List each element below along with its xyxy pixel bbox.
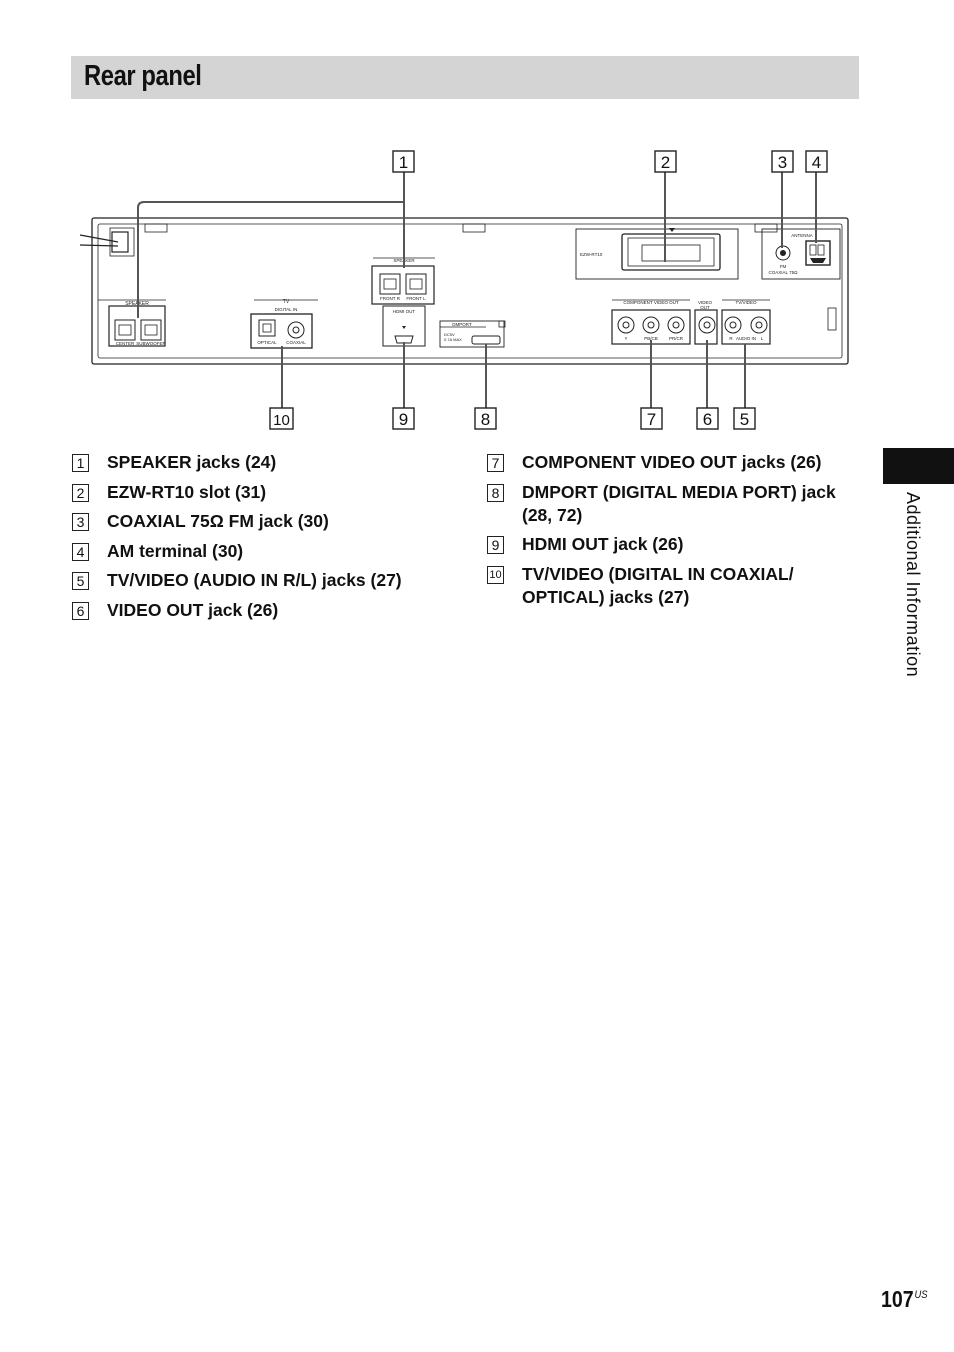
- list-item: 7 COMPONENT VIDEO OUT jacks (26): [487, 451, 867, 474]
- optical-label: OPTICAL: [257, 340, 277, 345]
- dmport-label: DMPORT: [452, 322, 472, 327]
- item-number: 10: [487, 565, 504, 584]
- digital-in-label: DIGITAL IN: [275, 307, 298, 312]
- item-number: 2: [72, 483, 89, 502]
- hdmi-out-group: HDMI OUT: [382, 305, 426, 347]
- component-label: COMPONENT VIDEO OUT: [623, 300, 678, 305]
- list-item: 8 DMPORT (DIGITAL MEDIA PORT) jack (28, 7…: [487, 481, 867, 527]
- dmport-power-label: DC5V: [444, 332, 455, 337]
- tv-label: TV: [283, 299, 290, 305]
- item-number: 3: [72, 513, 89, 531]
- item-number: 5: [72, 572, 89, 590]
- speaker-center-sub-group: SPEAKER CENTER SUBWOOFER: [98, 299, 166, 347]
- pb-label: PB/CB: [644, 336, 658, 341]
- callout-7: 7: [647, 410, 656, 429]
- item-text: DMPORT (DIGITAL MEDIA PORT) jack (28, 72…: [522, 481, 836, 525]
- power-cord: [79, 227, 135, 257]
- item-text: AM terminal (30): [107, 540, 244, 561]
- list-item: 1 SPEAKER jacks (24): [72, 451, 452, 474]
- subwoofer-label: SUBWOOFER: [136, 341, 166, 346]
- item-text: HDMI OUT jack (26): [522, 534, 684, 554]
- video-out-label-2: OUT: [700, 305, 710, 310]
- antenna-group: ANTENNA FM COAXIAL 75Ω: [761, 228, 841, 280]
- item-number: 9: [487, 536, 504, 554]
- leader-lines: [137, 172, 817, 408]
- item-number: 8: [487, 483, 504, 502]
- audio-in-label: AUDIO IN: [736, 336, 756, 341]
- r-label: R: [729, 336, 733, 341]
- dmport-power-label-2: 0.7A MAX: [444, 337, 462, 342]
- page-number-value: 107: [881, 1286, 914, 1312]
- item-text: TV/VIDEO (AUDIO IN R/L) jacks (27): [107, 570, 402, 590]
- component-video-group: COMPONENT VIDEO OUT Y PB/CB PR/CR: [611, 299, 691, 345]
- callout-10: 10: [273, 412, 290, 429]
- callout-2: 2: [661, 153, 670, 172]
- callout-1: 1: [399, 153, 408, 172]
- section-header: Rear panel: [71, 56, 859, 99]
- coaxial-label: COAXIAL: [286, 340, 306, 345]
- l-label: L: [761, 336, 764, 341]
- list-item: 10 TV/VIDEO (DIGITAL IN COAXIAL/ OPTICAL)…: [487, 563, 867, 609]
- rear-panel-diagram: SPEAKER CENTER SUBWOOFER TV DIGITAL IN O…: [79, 150, 849, 430]
- page-number: 107US: [881, 1286, 927, 1313]
- item-number: 4: [72, 542, 89, 561]
- coaxial75-label: COAXIAL 75Ω: [769, 270, 799, 275]
- page-number-suffix: US: [914, 1289, 928, 1302]
- list-item: 3 COAXIAL 75Ω FM jack (30): [72, 510, 452, 533]
- chassis: [91, 217, 849, 365]
- hdmi-out-label: HDMI OUT: [393, 309, 415, 314]
- tv-video-label: TV/VIDEO: [735, 300, 757, 305]
- video-out-label: VIDEO: [698, 300, 713, 305]
- front-l-label: FRONT L: [406, 296, 426, 301]
- item-number: 1: [72, 454, 89, 472]
- callout-3: 3: [778, 153, 787, 172]
- list-item: 6 VIDEO OUT jack (26): [72, 599, 452, 622]
- item-number: 6: [72, 601, 89, 620]
- items-list-right: 7 COMPONENT VIDEO OUT jacks (26) 8 DMPORT …: [487, 451, 867, 615]
- callout-8: 8: [481, 410, 490, 429]
- callout-numbers: 1 2 3 4 10 9 8 7 6 5: [273, 153, 821, 429]
- section-side-label: Additional Information: [903, 492, 923, 678]
- video-out-group: VIDEO OUT: [694, 300, 718, 345]
- item-text: COAXIAL 75Ω FM jack (30): [107, 511, 329, 531]
- ezw-slot-group: EZW-RT10: [575, 228, 739, 280]
- y-label: Y: [624, 336, 627, 341]
- antenna-label: ANTENNA: [791, 233, 813, 238]
- callout-5: 5: [740, 410, 749, 429]
- center-label: CENTER: [116, 341, 135, 346]
- callout-boxes: [269, 150, 828, 430]
- fm-label: FM: [780, 264, 787, 269]
- page-title: Rear panel: [84, 60, 202, 92]
- pr-label: PR/CR: [669, 336, 684, 341]
- callout-6: 6: [703, 410, 712, 429]
- tv-digital-in-group: TV DIGITAL IN OPTICAL COAXIAL: [250, 299, 318, 349]
- item-text: EZW-RT10 slot (31): [107, 481, 267, 502]
- list-item: 4 AM terminal (30): [72, 540, 452, 563]
- callout-9: 9: [399, 410, 408, 429]
- item-number: 7: [487, 454, 504, 472]
- item-text: VIDEO OUT jack (26): [107, 599, 279, 620]
- front-r-label: FRONT R: [380, 296, 401, 301]
- item-text: SPEAKER jacks (24): [107, 452, 277, 472]
- dmport-group: DMPORT DC5V 0.7A MAX: [439, 320, 506, 348]
- list-item: 2 EZW-RT10 slot (31): [72, 481, 452, 504]
- list-item: 5 TV/VIDEO (AUDIO IN R/L) jacks (27): [72, 569, 452, 592]
- list-item: 9 HDMI OUT jack (26): [487, 533, 867, 556]
- tv-video-audio-group: TV/VIDEO R AUDIO IN L: [721, 299, 771, 345]
- section-tab-marker: [883, 448, 954, 484]
- ezw-label: EZW-RT10: [580, 252, 603, 257]
- item-text: TV/VIDEO (DIGITAL IN COAXIAL/ OPTICAL) j…: [522, 563, 794, 607]
- callout-4: 4: [812, 153, 821, 172]
- item-text: COMPONENT VIDEO OUT jacks (26): [522, 452, 822, 472]
